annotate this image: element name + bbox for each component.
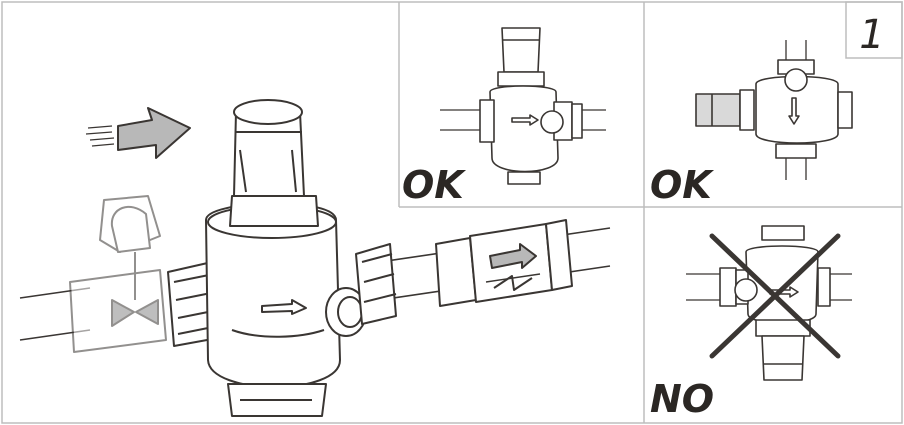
pressure-reducer-body	[205, 202, 341, 417]
main-valve-illustration	[19, 99, 611, 417]
panel-top-center-label: OK	[402, 163, 466, 207]
panel-bottom-right-label: NO	[650, 377, 714, 421]
outlet-union-nut	[355, 243, 397, 325]
ball-valve-left	[69, 195, 167, 353]
step-number: 1	[859, 12, 884, 58]
panel-top-center-illustration	[440, 27, 606, 185]
adjustment-cap	[229, 99, 319, 227]
gauge-port	[325, 287, 367, 337]
panel-top-right-illustration	[695, 40, 853, 180]
flow-direction-arrow	[85, 107, 191, 159]
check-valve	[435, 219, 573, 307]
panel-top-right-label: OK	[650, 163, 714, 207]
not-allowed-cross-icon	[709, 233, 841, 359]
